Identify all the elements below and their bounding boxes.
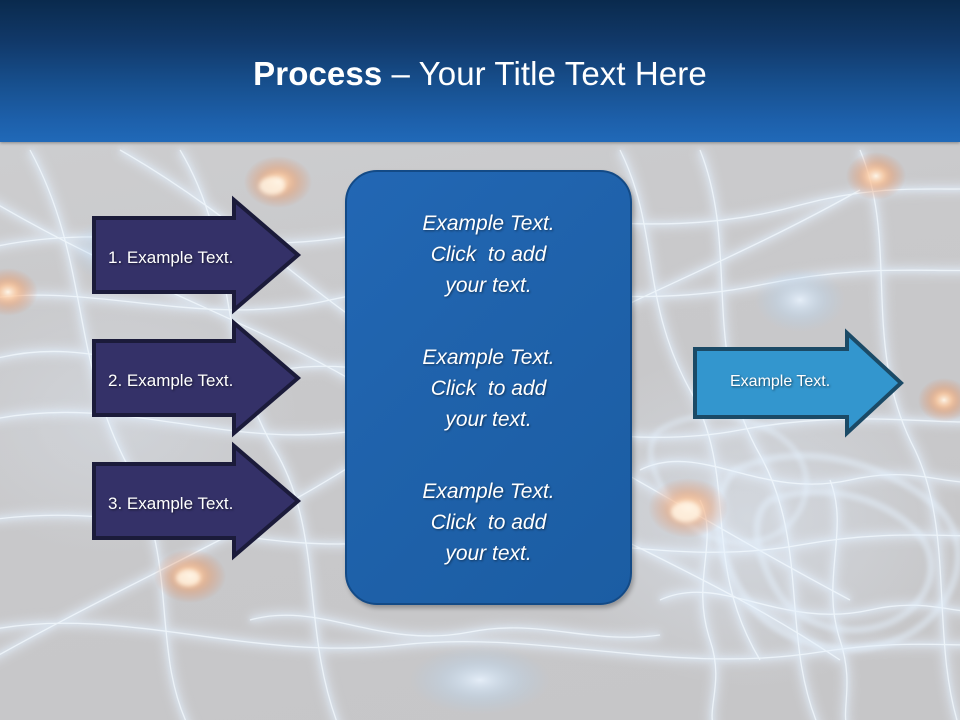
input-arrow-3[interactable]: 3. Example Text. xyxy=(88,440,304,562)
center-text-block-3: Example Text. Click to add your text. xyxy=(347,476,630,569)
page-title: Process – Your Title Text Here xyxy=(0,52,960,96)
center-text-block-1-line1: Example Text. xyxy=(422,212,555,235)
center-text-block-3-line3: your text. xyxy=(445,542,532,565)
arrow-right-shape-icon xyxy=(693,328,904,438)
center-text-block-1-line3: your text. xyxy=(445,274,532,297)
process-center-panel[interactable]: Example Text. Click to add your text. Ex… xyxy=(345,170,632,605)
output-arrow-label: Example Text. xyxy=(730,373,831,390)
center-text-block-3-line2: Click to add xyxy=(430,511,547,534)
center-text-block-1: Example Text. Click to add your text. xyxy=(347,208,630,301)
input-arrow-3-label: 3. Example Text. xyxy=(108,494,234,513)
arrow-right-shape-icon xyxy=(92,318,302,438)
center-text-block-1-line2: Click to add xyxy=(430,243,547,266)
output-arrow[interactable]: Example Text. xyxy=(690,327,906,439)
input-arrow-1[interactable]: 1. Example Text. xyxy=(88,194,304,316)
arrow-right-shape-icon xyxy=(92,441,302,561)
input-arrow-2-label: 2. Example Text. xyxy=(108,371,234,390)
title-banner: Process – Your Title Text Here xyxy=(0,0,960,142)
center-text-block-3-line1: Example Text. xyxy=(422,480,555,503)
page-title-strong: Process xyxy=(253,55,383,92)
center-text-block-2-line1: Example Text. xyxy=(422,346,555,369)
center-text-block-2-line2: Click to add xyxy=(430,377,547,400)
page-title-light: – Your Title Text Here xyxy=(382,55,707,92)
center-text-block-2-line3: your text. xyxy=(445,408,532,431)
input-arrow-2[interactable]: 2. Example Text. xyxy=(88,317,304,439)
arrow-right-shape-icon xyxy=(92,195,302,315)
center-text-block-2: Example Text. Click to add your text. xyxy=(347,342,630,435)
input-arrow-1-label: 1. Example Text. xyxy=(108,248,234,267)
